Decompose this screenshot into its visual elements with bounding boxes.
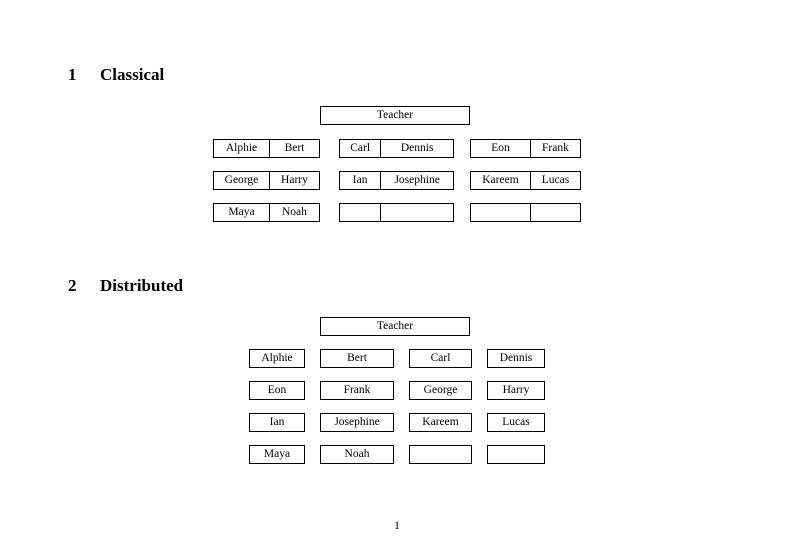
student-pair-row: Kareem Lucas bbox=[470, 171, 581, 190]
student-cell: Carl bbox=[350, 142, 371, 154]
student-cell: Bert bbox=[268, 140, 319, 157]
student-pair-row: Eon Frank bbox=[470, 139, 581, 158]
student-cell: Maya bbox=[228, 206, 255, 218]
page-number: 1 bbox=[394, 520, 400, 532]
section-heading-classical: 1 Classical bbox=[68, 66, 164, 83]
student-box: Eon bbox=[249, 381, 305, 400]
student-box: Ian bbox=[249, 413, 305, 432]
student-box-empty bbox=[409, 445, 472, 464]
student-cell: George bbox=[224, 174, 259, 186]
student-pair-row: George Harry bbox=[213, 171, 320, 190]
teacher-box-classical: Teacher bbox=[320, 106, 470, 125]
student-pair-row: Carl Dennis bbox=[339, 139, 454, 158]
student-cell: Lucas bbox=[529, 172, 580, 189]
student-cell-empty bbox=[340, 204, 380, 221]
section-number: 1 bbox=[68, 65, 77, 84]
student-pair-row-empty bbox=[470, 203, 581, 222]
student-pair-row: Ian Josephine bbox=[339, 171, 454, 190]
section-number: 2 bbox=[68, 276, 77, 295]
teacher-box-distributed: Teacher bbox=[320, 317, 470, 336]
student-pair-row: Alphie Bert bbox=[213, 139, 320, 158]
student-pair-row: Maya Noah bbox=[213, 203, 320, 222]
student-cell: Alphie bbox=[225, 142, 258, 154]
student-cell: Josephine bbox=[380, 172, 453, 189]
student-box: Alphie bbox=[249, 349, 305, 368]
student-box: Noah bbox=[320, 445, 394, 464]
student-box-empty bbox=[487, 445, 545, 464]
student-box: Josephine bbox=[320, 413, 394, 432]
section-heading-distributed: 2 Distributed bbox=[68, 277, 183, 294]
student-box: George bbox=[409, 381, 472, 400]
section-title: Distributed bbox=[100, 276, 184, 295]
student-box: Maya bbox=[249, 445, 305, 464]
student-cell: Dennis bbox=[380, 140, 453, 157]
student-cell: Noah bbox=[268, 204, 319, 221]
student-cell: Kareem bbox=[482, 174, 519, 186]
student-cell-empty bbox=[380, 204, 453, 221]
student-cell: Frank bbox=[529, 140, 580, 157]
student-box: Kareem bbox=[409, 413, 472, 432]
student-cell: Ian bbox=[352, 174, 368, 186]
student-box: Frank bbox=[320, 381, 394, 400]
section-title: Classical bbox=[100, 65, 165, 84]
student-cell: Eon bbox=[491, 142, 510, 154]
student-box: Dennis bbox=[487, 349, 545, 368]
student-cell-empty bbox=[471, 204, 530, 221]
student-box: Carl bbox=[409, 349, 472, 368]
student-cell: Harry bbox=[268, 172, 319, 189]
student-pair-row-empty bbox=[339, 203, 454, 222]
student-cell-empty bbox=[529, 204, 580, 221]
student-box: Bert bbox=[320, 349, 394, 368]
student-box: Lucas bbox=[487, 413, 545, 432]
student-box: Harry bbox=[487, 381, 545, 400]
